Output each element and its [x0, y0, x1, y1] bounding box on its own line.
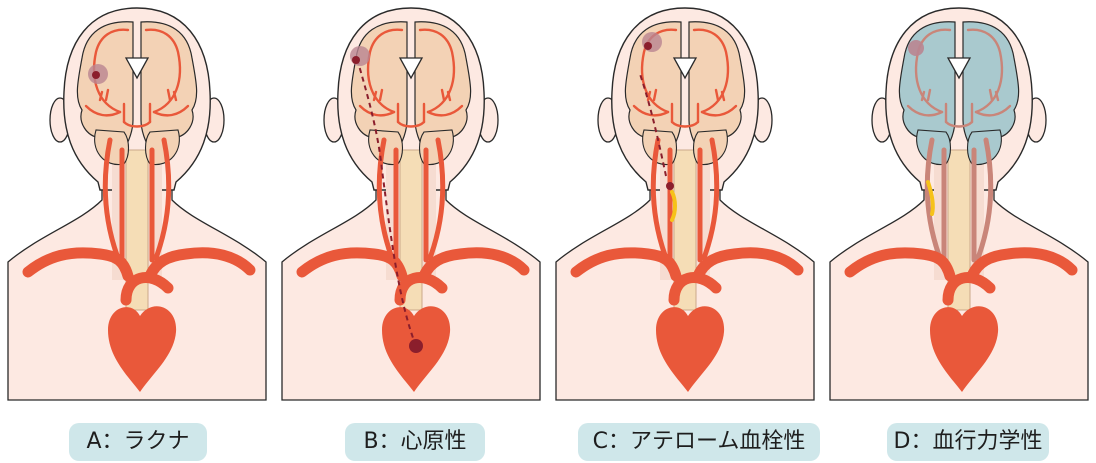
- infarct-halo: [642, 32, 662, 52]
- panel-label: D：血行力学性: [887, 423, 1049, 461]
- infarct-core: [92, 71, 100, 79]
- panel-cardioembolic: B：心原性: [274, 0, 548, 463]
- infarct-core: [644, 42, 652, 50]
- panel-label: A：ラクナ: [69, 423, 207, 461]
- panel-label: C：アテローム血栓性: [578, 423, 820, 461]
- panel-label: B：心原性: [345, 423, 485, 461]
- cardiac-thrombus: [409, 339, 423, 353]
- infarct-halo: [350, 46, 370, 66]
- anatomy-illustration: [274, 0, 548, 410]
- hypoperfusion-marker: [908, 40, 924, 56]
- plaque-thrombus: [666, 182, 674, 190]
- anatomy-illustration: [0, 0, 274, 410]
- anatomy-illustration: [822, 0, 1096, 410]
- anatomy-illustration: [548, 0, 822, 410]
- panel-lacunar: A：ラクナ: [0, 0, 274, 463]
- infarct-core: [352, 56, 360, 64]
- panel-atherothrombotic: C：アテローム血栓性: [548, 0, 822, 463]
- panel-hemodynamic: D：血行力学性: [822, 0, 1096, 463]
